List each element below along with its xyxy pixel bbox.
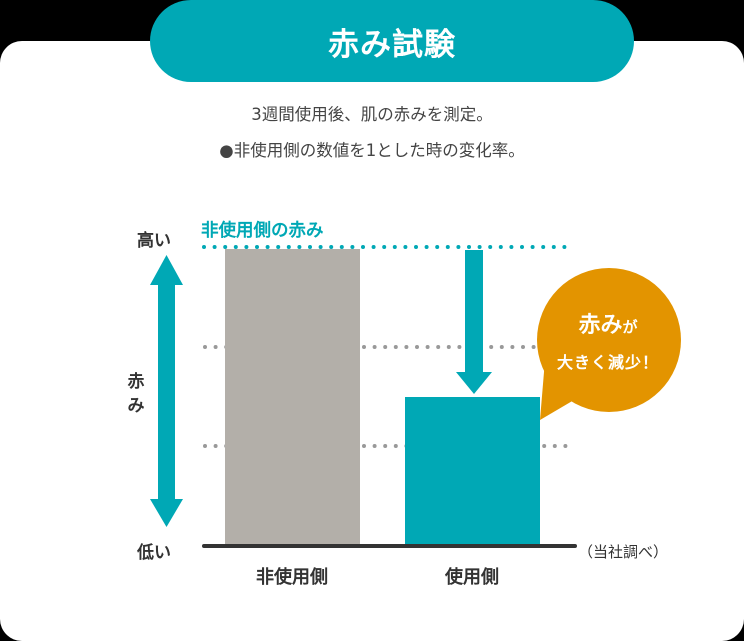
category-label-non-use: 非使用側: [256, 567, 328, 588]
callout-small: が: [622, 318, 638, 336]
y-label-low: 低い: [137, 543, 171, 563]
y-axis-title: 赤 み: [126, 370, 146, 418]
category-label-use: 使用側: [445, 567, 499, 588]
bar-use: [405, 397, 540, 546]
y-axis-title-1: 赤: [127, 372, 145, 392]
subtitle-line-2: ●非使用側の数値を1とした時の変化率。: [219, 141, 525, 160]
speech-bubble: [537, 268, 681, 420]
chart-title: 赤み試験: [328, 26, 456, 63]
double-arrow-icon: [150, 255, 183, 527]
bar-chart: [150, 245, 681, 548]
y-label-high: 高い: [137, 231, 171, 251]
source-note: （当社調べ）: [578, 543, 669, 561]
decrease-arrow-icon: [456, 250, 492, 394]
bar-non-use: [225, 249, 360, 546]
title-pill: 赤み試験: [150, 0, 634, 82]
y-axis-title-2: み: [127, 396, 145, 416]
callout-big: 赤み: [578, 313, 623, 338]
callout-line-2: 大きく減少！: [556, 353, 659, 372]
subtitle-line-1: 3週間使用後、肌の赤みを測定。: [251, 105, 493, 124]
reference-line-label: 非使用側の赤み: [201, 221, 324, 241]
callout-text: 赤みが 大きく減少！: [536, 307, 680, 373]
